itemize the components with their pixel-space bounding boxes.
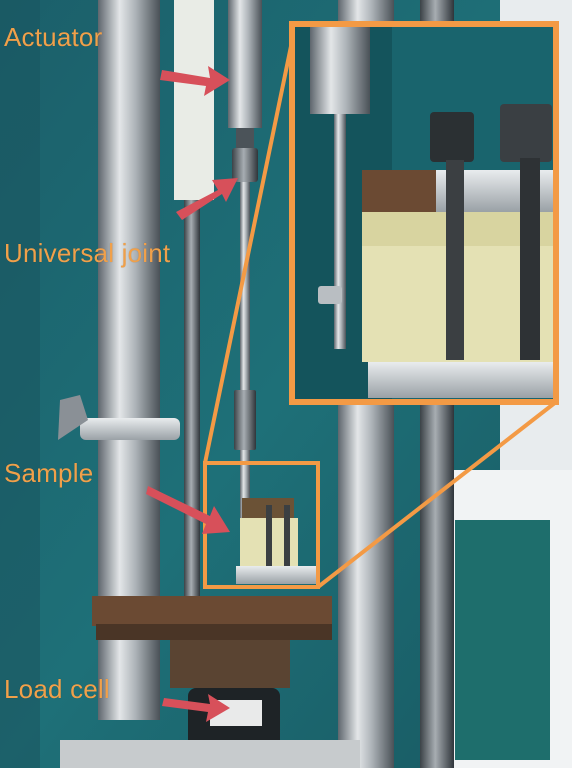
left-shadow <box>0 0 40 768</box>
inset-bolt-right <box>520 158 540 360</box>
inset-chuck <box>310 24 370 114</box>
thin-rod <box>184 200 200 620</box>
sample-bolt-right <box>284 505 290 569</box>
white-pipe <box>174 0 214 200</box>
column-clamp <box>80 418 180 440</box>
inset-pin <box>318 286 342 304</box>
load-cell-arrow <box>162 694 230 722</box>
base-plate <box>60 740 360 768</box>
lower-wood-block <box>170 640 290 688</box>
load-cell-label-text: Load cell <box>4 674 110 704</box>
zoom-inset <box>292 24 556 402</box>
arrows <box>146 66 238 722</box>
inset-nut-right <box>500 104 552 162</box>
universal-joint-arrow <box>176 178 238 220</box>
wood-plank-top <box>92 596 332 626</box>
inset-bottom-plate <box>368 362 556 398</box>
sample-label: Sample <box>4 458 94 488</box>
actuator-arrow <box>160 66 230 96</box>
actuator-collar <box>236 128 254 148</box>
load-rod <box>240 182 250 432</box>
lower-load-rod <box>240 450 250 540</box>
sample-bolt-left <box>266 505 272 569</box>
inset-load-rod <box>334 114 346 349</box>
clamp-handle <box>58 395 88 440</box>
actuator-label: Actuator <box>4 22 103 52</box>
actuator-rod <box>228 0 262 128</box>
universal-joint-body <box>232 148 258 182</box>
sample-bottom-plate <box>236 566 320 584</box>
callout-line-top <box>203 21 298 464</box>
zoom-inset-border <box>289 21 559 405</box>
rod-coupler <box>234 390 256 450</box>
monitor-screen <box>455 520 550 760</box>
inset-nut-left <box>430 112 474 162</box>
universal-joint-label: Universal joint <box>4 238 171 268</box>
inset-bolt-left <box>446 160 464 360</box>
sample-arrow <box>146 486 230 534</box>
callout-line-bottom <box>316 400 558 589</box>
sample-selection-box <box>203 461 320 589</box>
wood-plank-bottom <box>96 624 332 640</box>
